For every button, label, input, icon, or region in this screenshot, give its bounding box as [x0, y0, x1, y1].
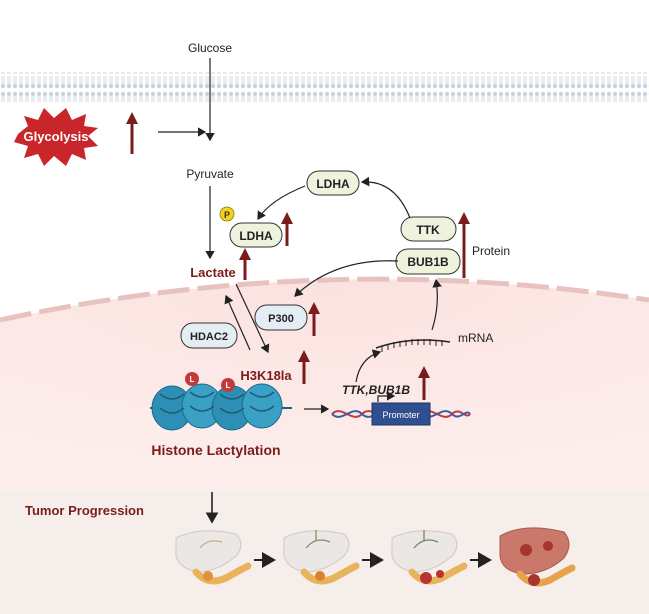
pyruvate-label: Pyruvate: [186, 167, 234, 181]
glycolysis-up-arrow-head: [126, 112, 138, 124]
lactyl-mark-icon: [221, 378, 235, 392]
glycolysis-label: Glycolysis: [23, 129, 88, 144]
nucleus-region: [0, 279, 649, 490]
promoter-label: Promoter: [382, 410, 419, 420]
liver-icon: [283, 530, 360, 585]
liver-icon: [175, 530, 252, 585]
bub1b-label: BUB1B: [407, 255, 449, 269]
gene-to-mrna-arrow: [355, 349, 382, 383]
lactyl-mark-icon: [185, 372, 199, 386]
ttk-label: TTK: [416, 223, 440, 237]
ttk-box: [400, 216, 457, 242]
ldha-top-box: [306, 170, 360, 196]
ttk-to-ldha-arrow: [360, 176, 411, 219]
ldha-phospho-label: LDHA: [239, 229, 273, 243]
h3k18la-label: H3K18la: [240, 368, 292, 383]
nuclear-envelope: [0, 276, 649, 323]
genes-label: TTK,BUB1B: [342, 383, 410, 397]
mrna-to-protein-arrow: [431, 278, 442, 331]
lactyl-mark-label-2: L: [226, 381, 231, 390]
histone-lactylation-label: Histone Lactylation: [151, 442, 280, 458]
liver-icon: [391, 530, 468, 585]
lactyl-marks: L L: [185, 372, 235, 392]
phospho-label: P: [224, 210, 230, 220]
promoter-box: [371, 402, 431, 426]
phospho-icon: [219, 206, 235, 222]
lactate-label: Lactate: [190, 265, 236, 280]
protein-label: Protein: [472, 244, 510, 258]
pancreas-icon: [300, 562, 360, 585]
transcription-start-icon: [377, 391, 396, 402]
liver-icon: [499, 527, 576, 587]
glucose-label: Glucose: [188, 41, 232, 55]
glycolysis-burst: Glycolysis: [14, 108, 98, 166]
burst-icon: [14, 108, 98, 166]
h3k18la-to-lactate-arrow: [224, 294, 251, 351]
p300-label: P300: [268, 313, 294, 325]
lactyl-mark-label-1: L: [190, 375, 195, 384]
ldha-up-arrow-head: [281, 212, 293, 224]
histone-icon: [150, 383, 292, 431]
protein-up-arrow-head: [458, 212, 470, 224]
bub1b-to-p300-arrow: [294, 260, 399, 297]
p300-box: [254, 304, 308, 331]
pancreas-icon: [408, 562, 468, 585]
mrna-label: mRNA: [458, 331, 493, 345]
ldha-phospho-box: [229, 222, 283, 248]
p300-up-arrow-head: [308, 302, 320, 314]
hdac2-label: HDAC2: [190, 331, 228, 343]
ldha-top-label: LDHA: [316, 177, 350, 191]
ldha-to-ldha-phospho-arrow: [257, 185, 306, 221]
pancreas-icon: [516, 564, 576, 587]
lactate-to-h3k18la-arrow: [235, 283, 270, 354]
hdac2-box: [180, 322, 238, 349]
gene-up-arrow-head: [418, 366, 430, 378]
membrane-icon: [0, 72, 649, 102]
mrna-ticks: [381, 339, 443, 352]
tumor-progression-label: Tumor Progression: [25, 503, 144, 518]
h3k18la-up-arrow-head: [298, 350, 310, 362]
lactate-up-arrow-head: [239, 248, 251, 260]
